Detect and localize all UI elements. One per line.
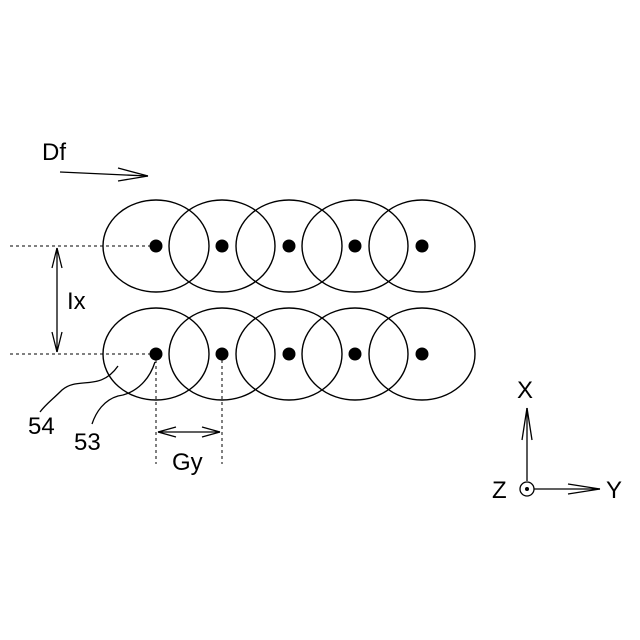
spot-center-dot <box>349 348 362 361</box>
spot-center-dot <box>283 348 296 361</box>
spot-row-top <box>103 200 475 292</box>
spot-center-dot <box>416 348 429 361</box>
leader-line-54 <box>40 366 118 412</box>
dot-pitch-label: Gy <box>172 449 203 476</box>
spot-center-dot <box>216 348 229 361</box>
spot-center-dot <box>216 240 229 253</box>
feed-direction-label: Df <box>42 139 66 166</box>
spot-row-bottom <box>103 308 475 400</box>
reference-label-53: 53 <box>74 429 101 456</box>
coordinate-axes <box>520 408 600 496</box>
spot-center-dot <box>416 240 429 253</box>
spot-center-dot <box>150 240 163 253</box>
axis-label-x: X <box>517 377 533 404</box>
spot-center-dot <box>150 348 163 361</box>
spot-center-dot <box>283 240 296 253</box>
spot-center-dot <box>349 240 362 253</box>
feed-direction-arrow <box>60 168 148 181</box>
reference-label-54: 54 <box>28 413 55 440</box>
axis-label-y: Y <box>606 477 622 504</box>
row-pitch-label: Ix <box>67 288 86 315</box>
leader-line-53 <box>92 362 155 424</box>
axis-label-z: Z <box>492 477 507 504</box>
